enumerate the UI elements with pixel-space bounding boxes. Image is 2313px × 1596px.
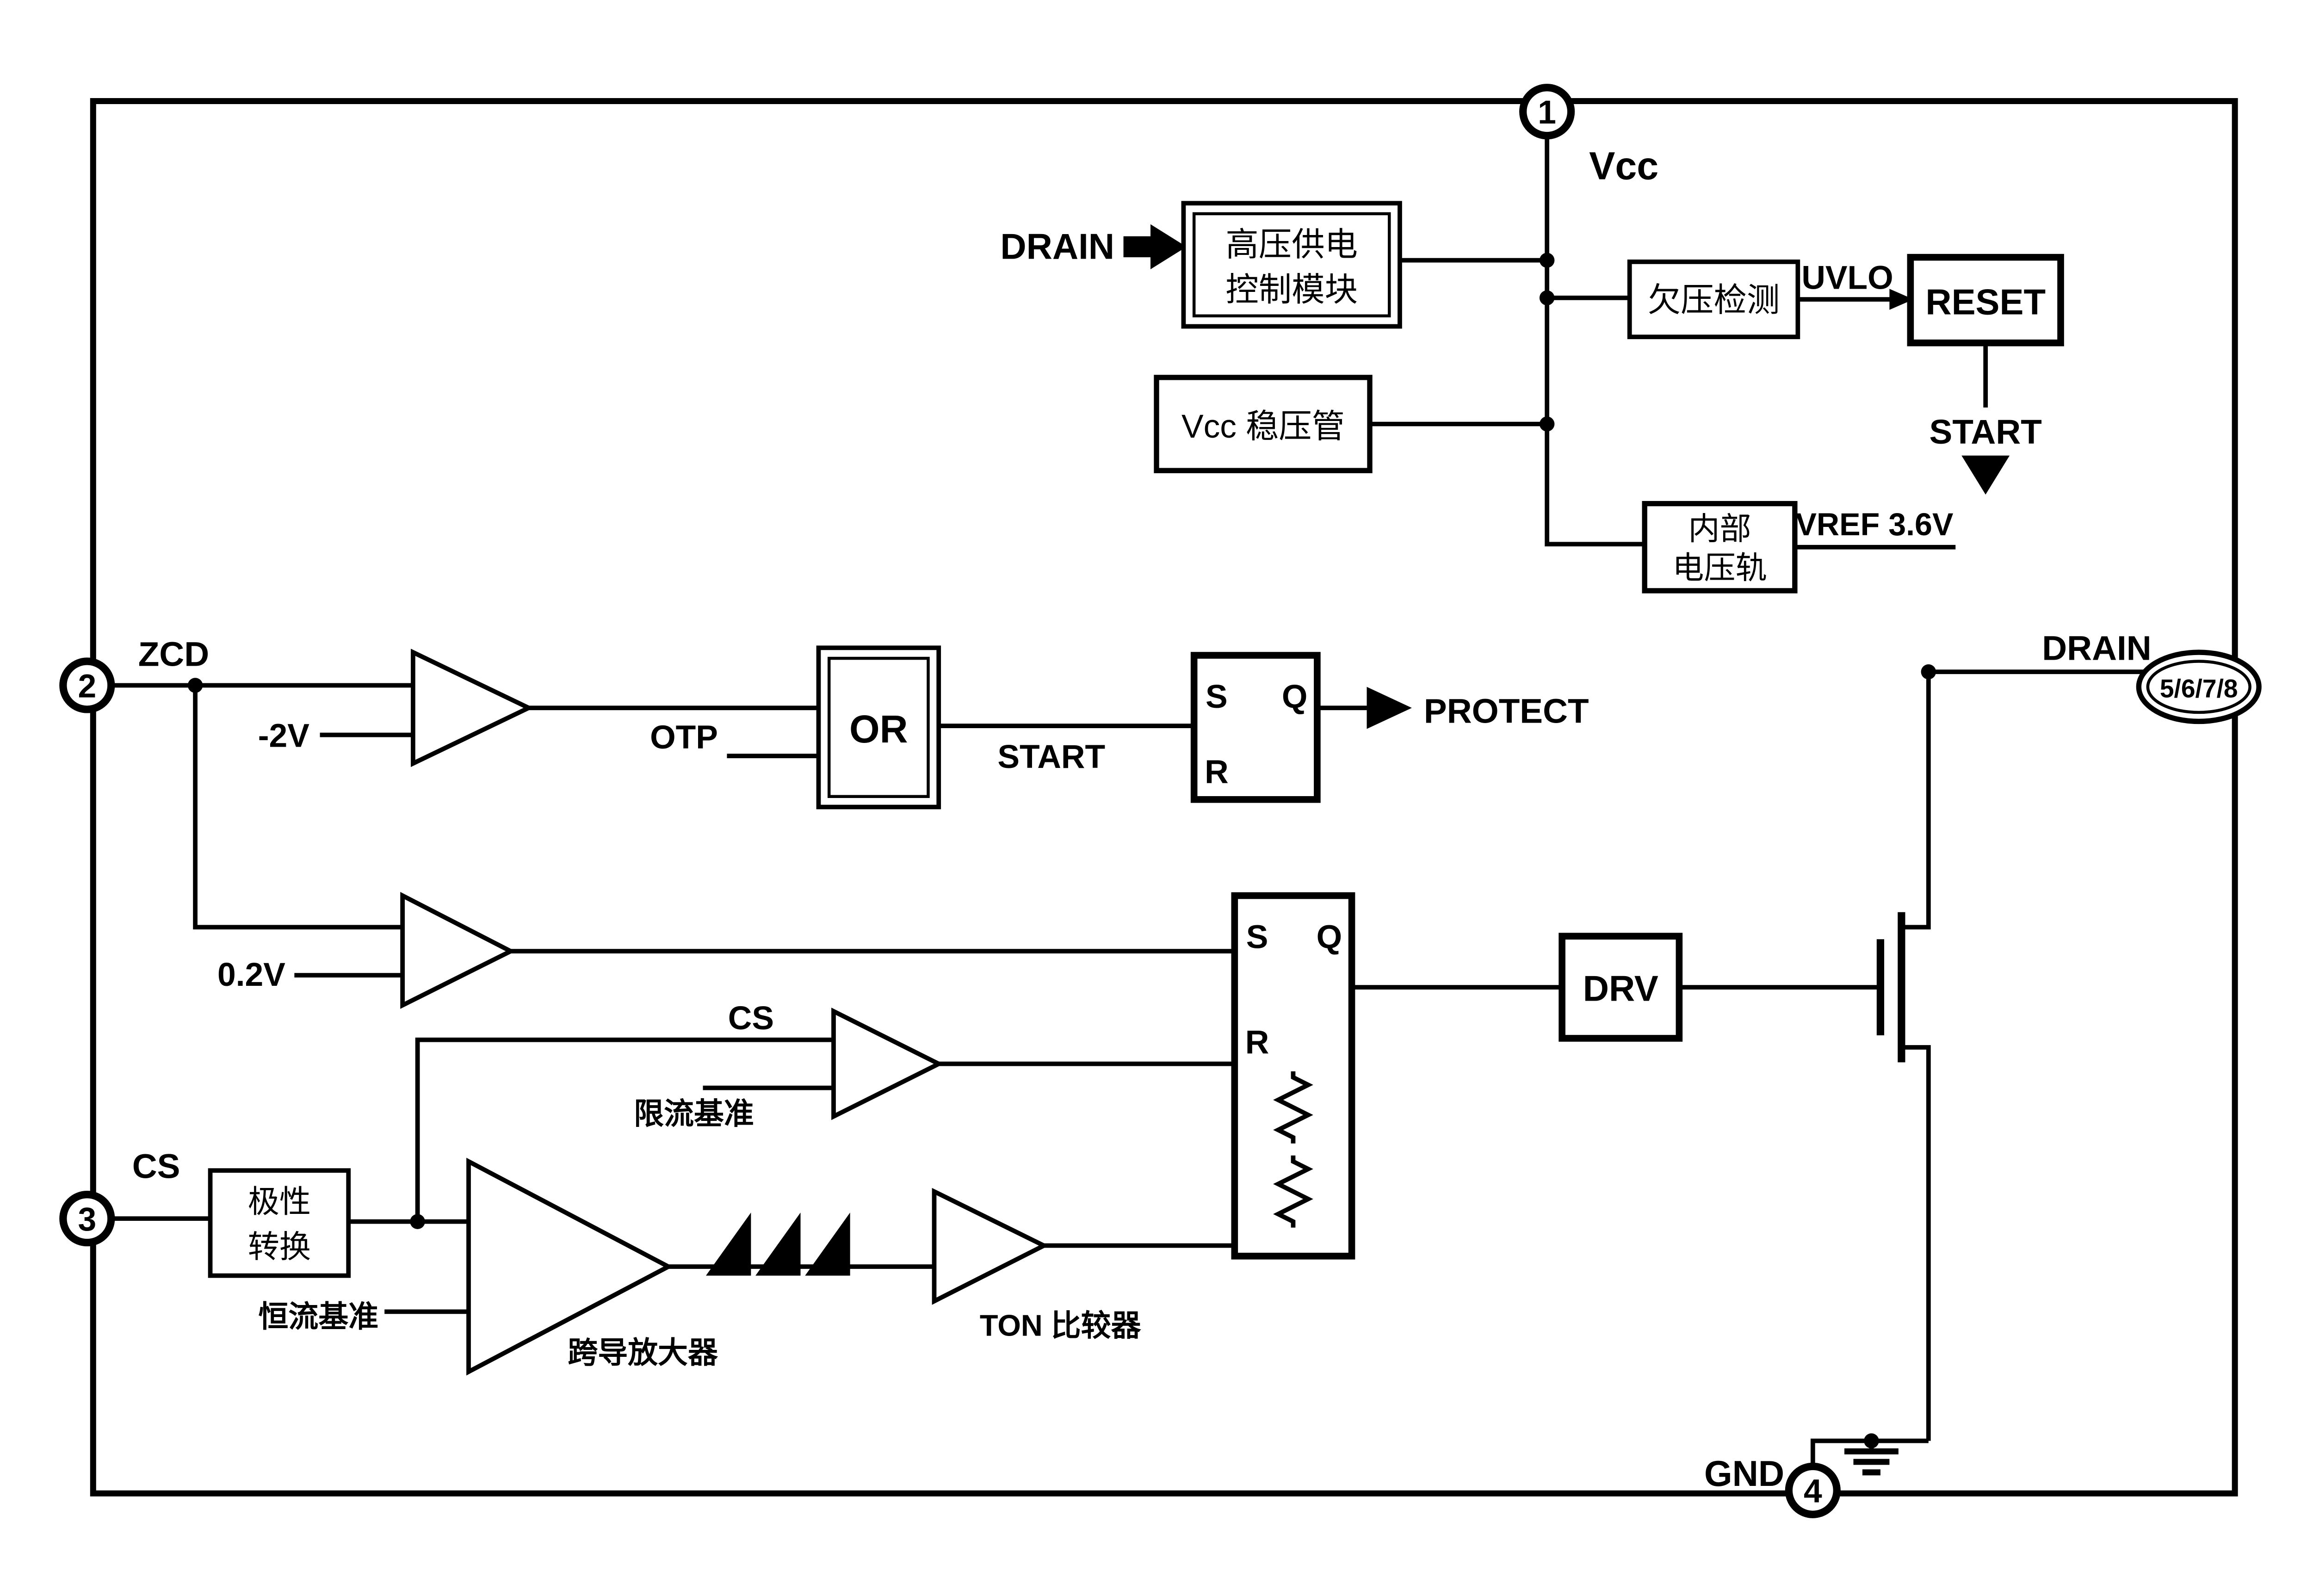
ilim-ref-label: 限流基准 <box>634 1097 754 1131</box>
drain-in-label: DRAIN <box>1000 226 1114 266</box>
internal-rail-box <box>1642 501 1798 594</box>
pin-3 <box>59 1191 115 1247</box>
hv-supply-label-2: 控制模块 <box>1225 271 1358 308</box>
junction-dot <box>1539 253 1555 268</box>
wire-source-lead <box>1901 1045 1931 1441</box>
wire-gnd <box>1810 1438 1929 1468</box>
pin-1-label: Vcc <box>1589 144 1658 187</box>
reset-box <box>1907 254 2064 346</box>
hv-supply-box-inner <box>1192 212 1391 318</box>
wire-drain-lead <box>1901 672 1931 930</box>
drv-box <box>1558 933 1683 1042</box>
arrow-uvlo-reset <box>1889 289 1914 310</box>
uvlo-detector-label: 欠压检测 <box>1648 282 1780 319</box>
junction-dot <box>187 678 203 693</box>
sawtooth-icon <box>805 1212 850 1276</box>
internal-rail-label-1: 内部 <box>1688 512 1751 547</box>
protect-label: PROTECT <box>1424 692 1589 730</box>
arrow-protect <box>1367 687 1412 729</box>
wire-vcc-rail <box>1545 136 1645 547</box>
neg2v-label: -2V <box>258 718 309 755</box>
ilim-comparator-icon <box>831 1008 944 1120</box>
uvlo-signal-label: UVLO <box>1801 259 1893 296</box>
or-gate-label: OR <box>849 707 908 751</box>
drv-label: DRV <box>1583 968 1658 1008</box>
latch2-q: Q <box>1317 919 1342 956</box>
junction-dot <box>1921 664 1936 680</box>
output-section: DRAIN 5/6/7/8 GND 4 <box>1704 628 2262 1518</box>
02v-label: 0.2V <box>217 956 285 993</box>
junction-dot <box>1539 290 1555 306</box>
pin-2 <box>59 657 115 713</box>
wire-cs-branch <box>415 1037 834 1222</box>
power-section: 1 Vcc DRAIN 高压供电 控制模块 欠压检测 UVLO RESET ST… <box>1000 84 2064 594</box>
latch1-q: Q <box>1282 678 1308 715</box>
pin-2-label: ZCD <box>138 634 209 673</box>
zcd-comparator-icon <box>410 649 534 767</box>
latch2-r: R <box>1245 1024 1269 1061</box>
pin-4-number: 4 <box>1804 1473 1822 1510</box>
pin-5678 <box>2136 650 2262 724</box>
zcd-02v-comparator-icon <box>400 892 516 1009</box>
ota-label: 跨导放大器 <box>568 1336 718 1369</box>
gnd-label: GND <box>1704 1453 1784 1494</box>
wire-zcd-branch <box>193 685 403 930</box>
ton-comparator-icon <box>932 1188 1049 1305</box>
polarity-box <box>208 1168 351 1278</box>
junction-dot <box>410 1214 425 1229</box>
latch2-s: S <box>1246 919 1268 956</box>
or-gate-box <box>816 645 941 810</box>
start-mid-label: START <box>997 738 1105 775</box>
otp-label: OTP <box>650 719 718 756</box>
control-section: 3 CS 极性 转换 恒流基准 跨导放大器 TON 比较器 CS 限流基准 S … <box>59 892 1683 1376</box>
vcc-regulator-box <box>1154 375 1373 473</box>
arrow-start-down <box>1961 455 2010 495</box>
drain-in-arrow-icon <box>1123 224 1187 270</box>
wires <box>111 136 2148 1468</box>
sawtooth-icon <box>755 1212 801 1276</box>
uvlo-detector-box <box>1627 260 1800 340</box>
drain-bus-label: DRAIN <box>2042 628 2151 667</box>
pin-3-number: 3 <box>78 1201 96 1238</box>
polarity-label-1: 极性 <box>248 1184 311 1219</box>
resistor-1-icon <box>1273 1071 1313 1144</box>
ton-comparator-label: TON 比较器 <box>980 1308 1142 1342</box>
polarity-label-2: 转换 <box>248 1230 311 1265</box>
or-gate-box-inner <box>827 656 930 798</box>
latch1-box <box>1190 652 1321 803</box>
start-top-label: START <box>1930 412 2042 451</box>
cc-ref-label: 恒流基准 <box>258 1299 378 1333</box>
hv-supply-box <box>1181 201 1402 329</box>
pin-1 <box>1519 84 1575 140</box>
ota-icon <box>466 1157 674 1376</box>
latch1-r: R <box>1205 754 1229 791</box>
cs-sense-label: CS <box>728 1000 774 1037</box>
reset-label: RESET <box>1925 282 2046 322</box>
pin-4 <box>1785 1462 1841 1518</box>
resistor-2-icon <box>1273 1155 1313 1228</box>
internal-rail-label-2: 电压轨 <box>1672 551 1767 586</box>
pin-5678-inner <box>2146 660 2251 714</box>
pin-2-number: 2 <box>78 668 96 705</box>
chip-boundary <box>90 98 2238 1497</box>
hv-supply-label-1: 高压供电 <box>1225 226 1358 263</box>
pin-5678-number: 5/6/7/8 <box>2160 674 2238 703</box>
latch1-s: S <box>1206 678 1228 715</box>
pin-1-number: 1 <box>1538 94 1556 131</box>
junction-dot <box>1539 416 1555 432</box>
vref-label: VREF 3.6V <box>1795 507 1953 542</box>
protection-section: 2 ZCD -2V OTP OR START S Q R PROTECT 0.2… <box>59 634 1589 1009</box>
pin-3-label: CS <box>132 1146 180 1185</box>
vcc-regulator-label: Vcc 稳压管 <box>1181 408 1345 445</box>
